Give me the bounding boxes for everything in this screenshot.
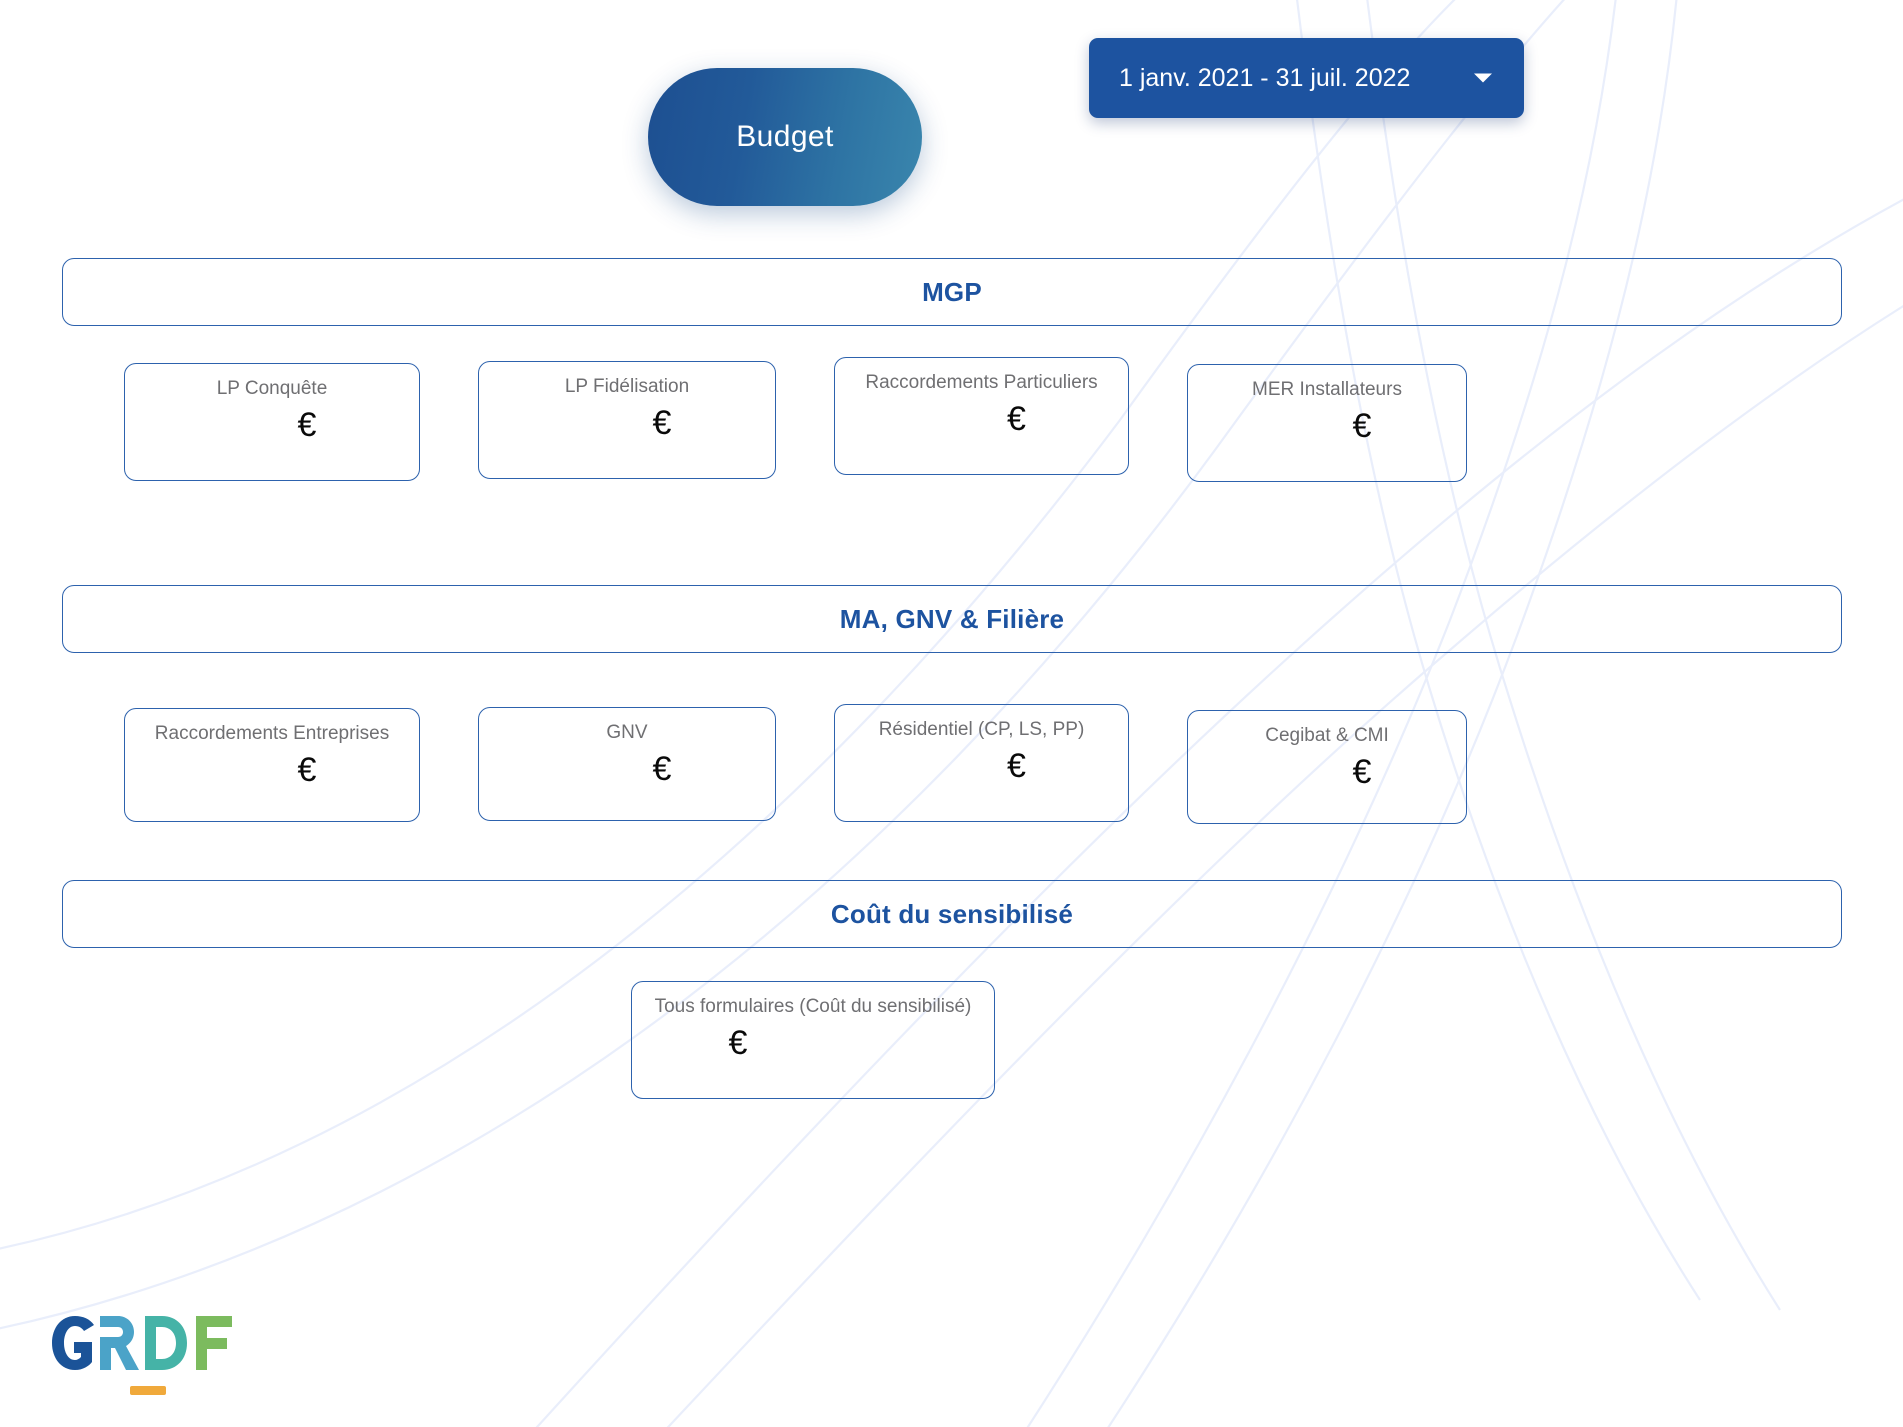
kpi-value: € — [1007, 400, 1026, 438]
kpi-label: Résidentiel (CP, LS, PP) — [878, 719, 1085, 740]
section-title-cout-du-sensibilise: Coût du sensibilisé — [830, 898, 1074, 929]
kpi-value: € — [728, 1024, 748, 1062]
kpi-value: € — [1007, 747, 1026, 785]
kpi-label: Cegibat & CMI — [1265, 725, 1389, 746]
section-header-mgp: MGP — [62, 258, 1842, 326]
kpi-label: Raccordements Particuliers — [865, 372, 1098, 393]
budget-button-label: Budget — [736, 120, 834, 153]
kpi-card-lp-fidelisation[interactable]: LP Fidélisation € — [478, 361, 776, 479]
section-header-ma-gnv-filiere: MA, GNV & Filière — [62, 585, 1842, 653]
kpi-card-raccordements-entreprises[interactable]: Raccordements Entreprises € — [124, 708, 420, 822]
kpi-value: € — [1352, 753, 1372, 791]
kpi-value: € — [297, 751, 317, 789]
logo-letter-d — [145, 1316, 187, 1370]
budget-title-button[interactable]: Budget — [648, 68, 922, 206]
date-range-value: 1 janv. 2021 - 31 juil. 2022 — [1119, 63, 1411, 92]
kpi-card-gnv[interactable]: GNV € — [478, 707, 776, 821]
kpi-value: € — [652, 404, 672, 442]
kpi-card-mer-installateurs[interactable]: MER Installateurs € — [1187, 364, 1467, 482]
date-range-selector[interactable]: 1 janv. 2021 - 31 juil. 2022 — [1089, 38, 1524, 118]
logo-letter-f — [196, 1316, 232, 1370]
kpi-label: LP Fidélisation — [564, 376, 690, 397]
kpi-label: Raccordements Entreprises — [154, 723, 390, 744]
kpi-card-tous-formulaires[interactable]: Tous formulaires (Coût du sensibilisé) € — [631, 981, 995, 1099]
grdf-logo — [52, 1316, 232, 1395]
kpi-value: € — [652, 750, 672, 788]
logo-underline — [130, 1386, 166, 1395]
section-title-ma-gnv-filiere: MA, GNV & Filière — [839, 603, 1065, 634]
kpi-value: € — [1352, 407, 1372, 445]
kpi-card-residentiel[interactable]: Résidentiel (CP, LS, PP) € — [834, 704, 1129, 822]
kpi-label: GNV — [606, 722, 648, 743]
kpi-label: Tous formulaires (Coût du sensibilisé) — [654, 996, 972, 1017]
kpi-card-lp-conquete[interactable]: LP Conquête € — [124, 363, 420, 481]
section-header-cout-du-sensibilise: Coût du sensibilisé — [62, 880, 1842, 948]
logo-letter-r — [100, 1316, 139, 1370]
logo-letter-g — [52, 1316, 94, 1370]
kpi-card-raccordements-particuliers[interactable]: Raccordements Particuliers € — [834, 357, 1129, 475]
kpi-value: € — [297, 406, 317, 444]
kpi-label: MER Installateurs — [1252, 379, 1402, 400]
section-title-mgp: MGP — [922, 276, 982, 307]
kpi-card-cegibat-cmi[interactable]: Cegibat & CMI € — [1187, 710, 1467, 824]
kpi-label: LP Conquête — [216, 378, 328, 399]
chevron-down-icon[interactable] — [1474, 73, 1492, 83]
